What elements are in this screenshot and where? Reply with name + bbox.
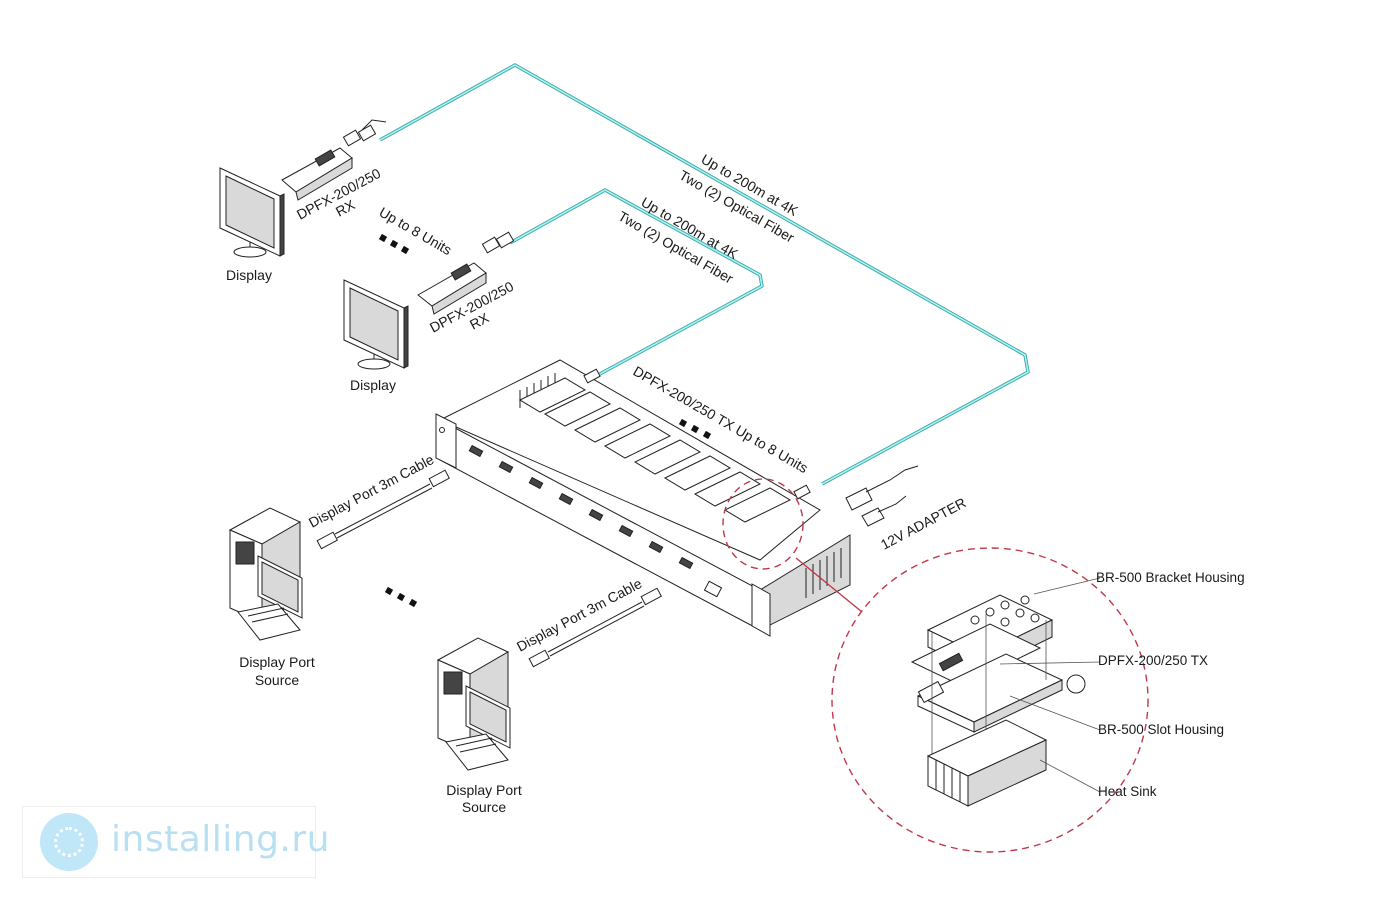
callout-tx: DPFX-200/250 TX <box>1098 653 1208 668</box>
display-label-top: Display <box>226 267 272 283</box>
front-ports <box>468 444 723 598</box>
source-label-top-line1: Display Port <box>239 654 315 670</box>
display-monitor-middle <box>343 279 409 370</box>
installing-logo-icon <box>40 813 98 871</box>
rx-units-label: Up to 8 Units <box>377 204 455 258</box>
dp-cable-top <box>316 469 450 550</box>
source-label-bottom-line2: Source <box>462 799 507 815</box>
source-label-bottom-line1: Display Port <box>446 782 522 798</box>
ellipsis-dots-tx <box>678 418 712 440</box>
source-computer-bottom <box>436 637 511 771</box>
display-monitor-top <box>219 167 285 258</box>
display-label-middle: Display <box>350 377 396 393</box>
leader-slot <box>1009 695 1101 731</box>
rx-receiver-top <box>281 119 387 201</box>
cable-label-bottom: Display Port 3m Cable <box>514 575 645 655</box>
leader-heatsink <box>1039 759 1101 793</box>
ellipsis-dots-rx <box>378 233 410 255</box>
callout-bracket-housing: BR-500 Bracket Housing <box>1096 570 1245 585</box>
power-adapter <box>845 465 919 527</box>
zoom-source-circle <box>722 478 804 570</box>
leader-tx <box>999 661 1101 665</box>
watermark-text: installing.ru <box>111 819 330 860</box>
tx-modules <box>518 377 792 523</box>
side-vents <box>805 548 842 598</box>
ellipsis-dots-source <box>384 586 418 608</box>
callout-slot-housing: BR-500 Slot Housing <box>1098 722 1224 737</box>
leader-bracket <box>1033 577 1101 595</box>
zoom-connector-line <box>795 557 863 613</box>
source-label-top-line2: Source <box>255 672 300 688</box>
exploded-module-detail <box>910 594 1086 807</box>
tx-fiber-connector-middle <box>583 368 601 384</box>
fiber-cable-top <box>379 63 1030 486</box>
rx-receiver-middle <box>417 231 515 315</box>
tx-fiber-connector-top <box>793 484 811 500</box>
watermark: installing.ru <box>22 806 329 878</box>
adapter-label: 12V ADAPTER <box>878 494 969 552</box>
callout-heat-sink: Heat Sink <box>1098 784 1157 799</box>
source-computer-top <box>228 507 303 641</box>
rack-chassis <box>435 359 851 637</box>
dp-cable-bottom <box>528 587 662 668</box>
fiber-cable-middle <box>509 188 764 377</box>
zoom-detail-circle <box>831 547 1149 853</box>
